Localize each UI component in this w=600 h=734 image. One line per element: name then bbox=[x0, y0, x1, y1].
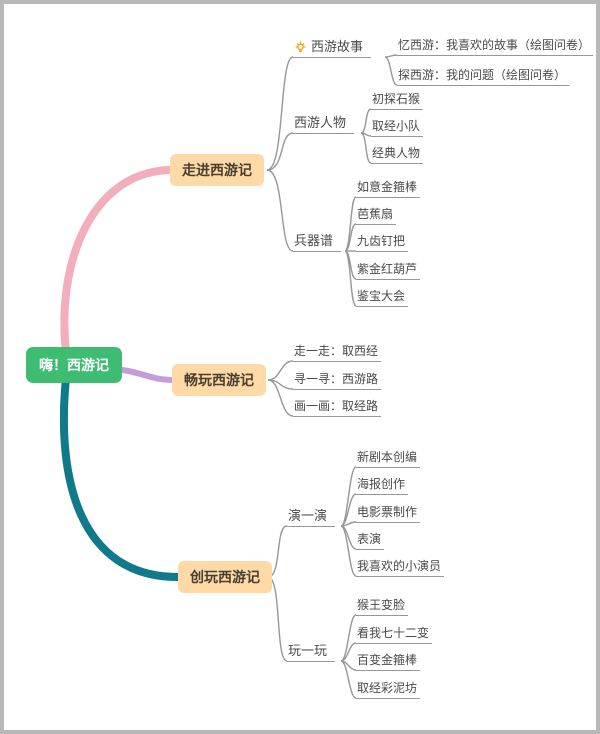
leaf-label: 忆西游：我喜欢的故事（绘图问卷） bbox=[398, 38, 591, 52]
branch-link-3 bbox=[59, 374, 182, 581]
subtopic-node[interactable]: 演一演 bbox=[287, 508, 336, 527]
leaf-node[interactable]: 电影票制作 bbox=[356, 505, 421, 523]
leaf-node[interactable]: 新剧本创编 bbox=[356, 450, 421, 468]
leaf-label: 经典人物 bbox=[372, 146, 421, 160]
branch-link-1 bbox=[60, 166, 174, 356]
subtopic-label: 西游故事 bbox=[311, 39, 364, 54]
leaf-label: 海报创作 bbox=[357, 477, 406, 491]
leaf-label: 紫金红葫芦 bbox=[357, 262, 418, 276]
leaf-label: 取经彩泥坊 bbox=[357, 681, 418, 695]
leaf-label: 取经小队 bbox=[372, 119, 421, 133]
subtopic-label: 玩一玩 bbox=[288, 643, 328, 658]
leaf-node[interactable]: 取经小队 bbox=[371, 119, 424, 137]
subtopic-node[interactable]: 西游人物 bbox=[293, 115, 355, 134]
subtopic-node[interactable]: 玩一玩 bbox=[287, 643, 336, 662]
leaf-node[interactable]: 如意金箍棒 bbox=[356, 180, 421, 198]
leaf-node[interactable]: 海报创作 bbox=[356, 477, 409, 495]
leaf-node[interactable]: 初探石猴 bbox=[371, 92, 424, 110]
leaf-label: 百变金箍棒 bbox=[357, 653, 418, 667]
leaf-label: 表演 bbox=[357, 532, 382, 546]
leaf-label: 鉴宝大会 bbox=[357, 289, 406, 303]
leaf-label: 我喜欢的小演员 bbox=[357, 559, 442, 573]
leaf-label: 猴王变脸 bbox=[357, 598, 406, 612]
topic-node-3[interactable]: 创玩西游记 bbox=[178, 561, 272, 593]
leaf-label: 看我七十二变 bbox=[357, 626, 430, 640]
leaf-label: 新剧本创编 bbox=[357, 450, 418, 464]
subtopic-label: 演一演 bbox=[288, 508, 328, 523]
leaf-label: 寻一寻：西游路 bbox=[294, 372, 379, 386]
leaf-node[interactable]: 九齿钉把 bbox=[356, 234, 409, 252]
leaf-node[interactable]: 经典人物 bbox=[371, 146, 424, 164]
leaf-node[interactable]: 猴王变脸 bbox=[356, 598, 409, 616]
leaf-node[interactable]: 寻一寻：西游路 bbox=[293, 372, 382, 390]
leaf-label: 走一走：取西经 bbox=[294, 344, 379, 358]
topic-label: 走进西游记 bbox=[182, 162, 252, 178]
subtopic-node[interactable]: 西游故事 bbox=[293, 39, 372, 58]
leaf-label: 九齿钉把 bbox=[357, 234, 406, 248]
leaf-node[interactable]: 鉴宝大会 bbox=[356, 289, 409, 307]
root-node[interactable]: 嗨！西游记 bbox=[26, 347, 122, 383]
leaf-node[interactable]: 探西游：我的问题（绘图问卷） bbox=[397, 68, 570, 86]
leaf-node[interactable]: 我喜欢的小演员 bbox=[356, 559, 445, 577]
topic-label: 创玩西游记 bbox=[190, 569, 260, 585]
leaf-node[interactable]: 取经彩泥坊 bbox=[356, 681, 421, 699]
leaf-node[interactable]: 看我七十二变 bbox=[356, 626, 433, 644]
leaf-label: 如意金箍棒 bbox=[357, 180, 418, 194]
leaf-node[interactable]: 画一画：取经路 bbox=[293, 399, 382, 417]
leaf-node[interactable]: 走一走：取西经 bbox=[293, 344, 382, 362]
topic-node-1[interactable]: 走进西游记 bbox=[170, 154, 264, 186]
lightbulb-icon bbox=[295, 40, 306, 52]
leaf-label: 电影票制作 bbox=[357, 505, 418, 519]
topic-node-2[interactable]: 畅玩西游记 bbox=[172, 364, 266, 396]
leaf-node[interactable]: 忆西游：我喜欢的故事（绘图问卷） bbox=[397, 38, 594, 56]
subtopic-label: 西游人物 bbox=[294, 115, 347, 130]
leaf-node[interactable]: 芭蕉扇 bbox=[356, 207, 397, 225]
leaf-label: 初探石猴 bbox=[372, 92, 421, 106]
leaf-node[interactable]: 紫金红葫芦 bbox=[356, 262, 421, 280]
subtopic-label: 兵器谱 bbox=[294, 233, 334, 248]
leaf-label: 画一画：取经路 bbox=[294, 399, 379, 413]
leaf-label: 芭蕉扇 bbox=[357, 207, 394, 221]
topic-label: 畅玩西游记 bbox=[184, 372, 254, 388]
root-label: 嗨！西游记 bbox=[39, 357, 109, 373]
leaf-node[interactable]: 表演 bbox=[356, 532, 385, 550]
leaf-label: 探西游：我的问题（绘图问卷） bbox=[398, 68, 567, 82]
leaf-node[interactable]: 百变金箍棒 bbox=[356, 653, 421, 671]
subtopic-node[interactable]: 兵器谱 bbox=[293, 233, 342, 252]
